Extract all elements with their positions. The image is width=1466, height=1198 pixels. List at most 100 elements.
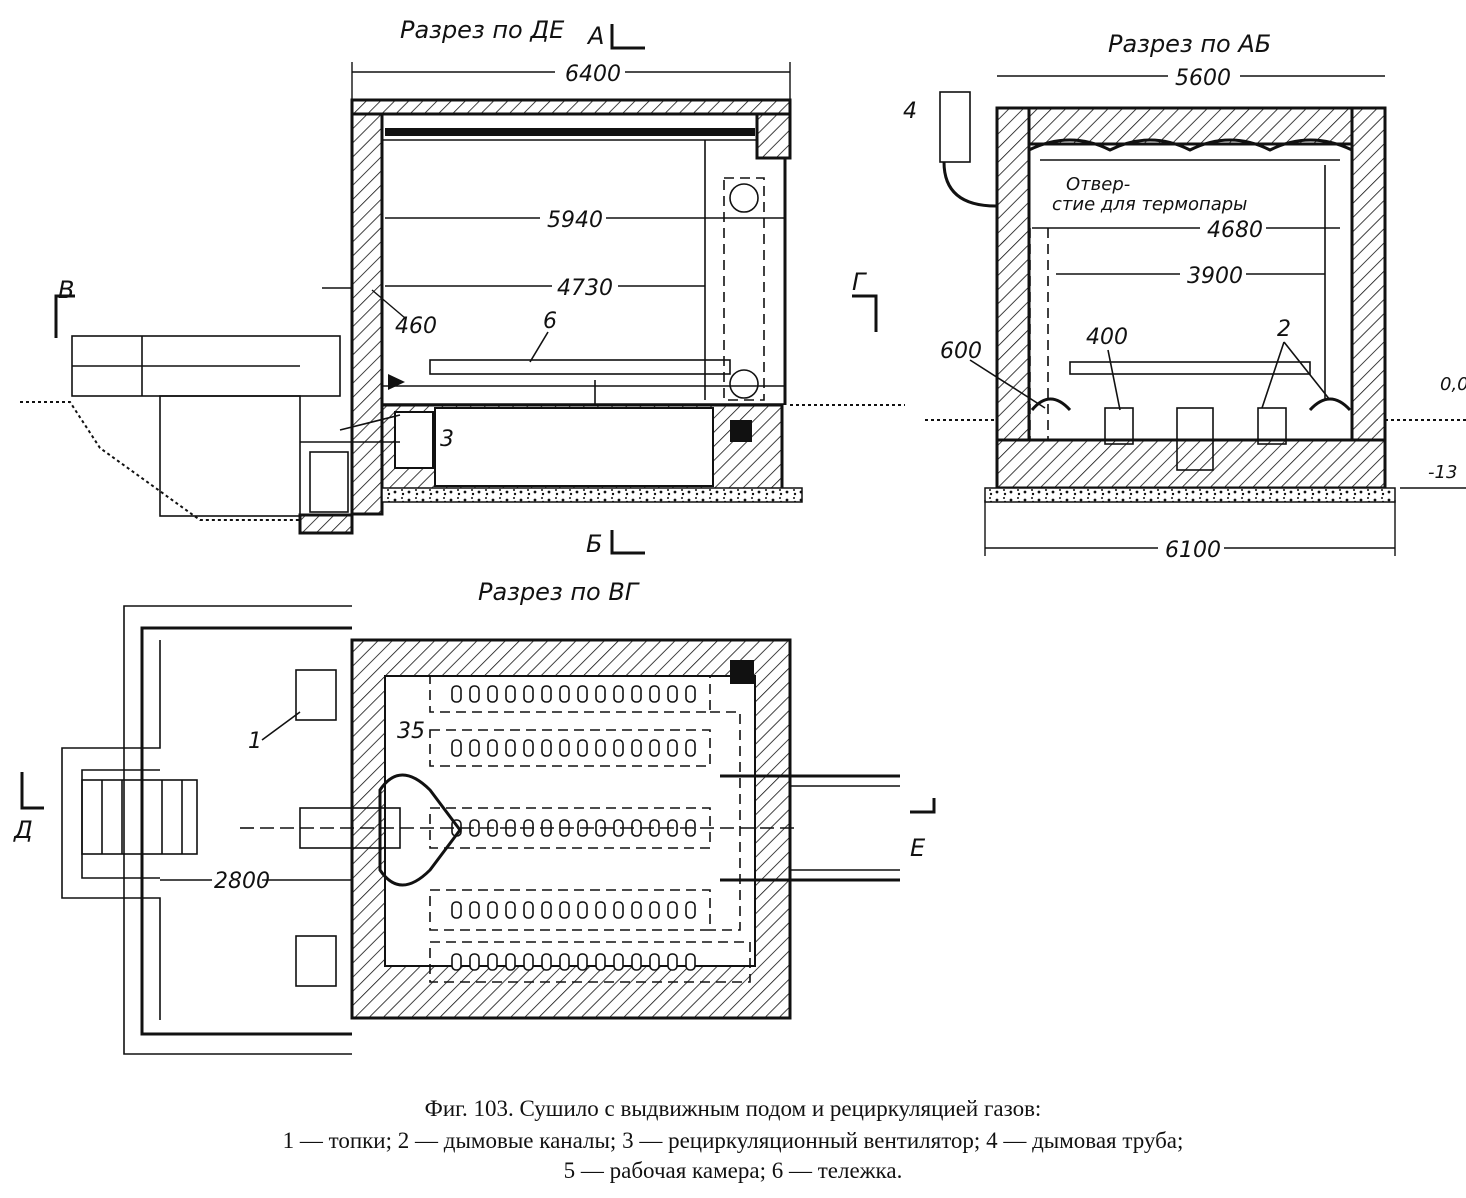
plan-flue: [730, 660, 754, 684]
figure-caption: Фиг. 103. Сушило с выдвижным подом и рец…: [283, 1096, 1184, 1183]
ab-channel-3: [1257, 407, 1287, 445]
ab-trolley: [1069, 361, 1311, 375]
flue-hole: [505, 953, 516, 971]
pit-outline-inner: [140, 626, 352, 1036]
flue-hole: [523, 953, 534, 971]
leader-400: [1107, 349, 1121, 411]
flue-hole: [505, 685, 516, 703]
cut-mark-g: Г: [852, 268, 867, 296]
dim-460-leader: [371, 289, 406, 319]
flue-hole: [595, 901, 606, 919]
ab-floor: [995, 438, 1387, 490]
flue-hole: [559, 739, 570, 757]
flue-hole: [685, 901, 696, 919]
label-3: 3: [440, 427, 454, 452]
ab-flue-right: [1308, 397, 1352, 412]
dim-400: 400: [1086, 325, 1128, 350]
stair-niche-outer: [61, 640, 161, 1020]
cut-arrow-d: [20, 772, 44, 810]
ab-right-wall: [1350, 106, 1387, 490]
pit-ground: [20, 401, 352, 521]
flue-hole: [631, 685, 642, 703]
flue-hole: [487, 685, 498, 703]
flue-hole: [649, 685, 660, 703]
flue-opening: [730, 420, 752, 442]
ab-flue-left: [1030, 397, 1072, 412]
fan-housing: [394, 411, 434, 469]
flue-hole: [667, 739, 678, 757]
floor-channel: [434, 407, 714, 487]
thermo-line1: Отвер-: [1066, 174, 1130, 195]
pit-box: [159, 395, 301, 517]
cut-arrow-g: [852, 294, 878, 332]
dim-2800: 2800: [214, 869, 270, 894]
section-de: Разрез по ДЕ А Б 6400 5940 4730 4: [20, 16, 905, 558]
label-6: 6: [543, 309, 557, 334]
label-2: 2: [1277, 317, 1291, 342]
flue-hole: [613, 685, 624, 703]
dim-600: 600: [940, 339, 982, 364]
left-wall: [350, 112, 384, 516]
flue-hole: [469, 685, 480, 703]
leader-2a: [1261, 341, 1285, 409]
cut-mark-e: Е: [910, 834, 926, 862]
leader-1: [261, 711, 301, 741]
dim-3900: 3900: [1187, 264, 1243, 289]
foundation: [381, 487, 803, 503]
dim-4680: 4680: [1207, 218, 1263, 243]
channel-return: [710, 711, 741, 931]
duct-bottom-circle: [729, 369, 759, 399]
channel-row-2: [429, 729, 711, 767]
wheel-left: [388, 374, 405, 390]
label-1: 1: [248, 729, 262, 754]
dim-bg: [212, 868, 262, 892]
flue-hole: [577, 901, 588, 919]
cut-mark-b: Б: [586, 530, 602, 558]
pit-floor: [298, 513, 354, 535]
dim-bg: [552, 274, 618, 298]
recirc-duct: [723, 177, 765, 401]
flue-hole: [487, 901, 498, 919]
ab-channel-2: [1176, 407, 1214, 471]
fan-plan: [378, 773, 462, 887]
leader-2b: [1283, 341, 1331, 401]
flue-hole: [667, 953, 678, 971]
flue-hole: [595, 685, 606, 703]
stair-niche-inner: [81, 769, 160, 879]
dim-bg: [1200, 216, 1266, 240]
flue-hole: [451, 739, 462, 757]
dim-6100: 6100: [1165, 538, 1221, 563]
flue-hole: [451, 685, 462, 703]
leader-600: [969, 359, 1046, 409]
plan-chamber: [384, 675, 756, 967]
flue-hole: [523, 685, 534, 703]
flue-hole: [595, 739, 606, 757]
caption-legend-1: 1 — топки; 2 — дымовые каналы; 3 — рецир…: [283, 1128, 1184, 1153]
chimney: [939, 91, 971, 163]
flue-hole: [469, 901, 480, 919]
dim-6400: 6400: [565, 62, 621, 87]
section-de-title: Разрез по ДЕ: [400, 16, 565, 44]
thermo-line2: стие для термопары: [1052, 194, 1247, 215]
fan-belt: [339, 414, 401, 431]
dim-460: 460: [395, 314, 437, 339]
dim-bg: [555, 60, 625, 84]
flue-hole: [541, 901, 552, 919]
cut-arrow-b: [610, 530, 645, 555]
flue-hole: [469, 953, 480, 971]
dim-bg: [1168, 64, 1240, 88]
level-top: 0,0: [1440, 374, 1466, 395]
flue-hole: [559, 953, 570, 971]
flue-hole: [667, 901, 678, 919]
flue-hole: [649, 901, 660, 919]
flue-hole: [595, 953, 606, 971]
level-bottom: -13: [1428, 462, 1457, 483]
flue-hole: [577, 685, 588, 703]
flue-hole: [577, 739, 588, 757]
flue-hole: [505, 739, 516, 757]
roof-beam: [385, 128, 755, 136]
cut-mark-a: А: [586, 22, 604, 50]
leader-6: [529, 331, 549, 363]
flue-hole: [559, 901, 570, 919]
flue-hole: [631, 739, 642, 757]
